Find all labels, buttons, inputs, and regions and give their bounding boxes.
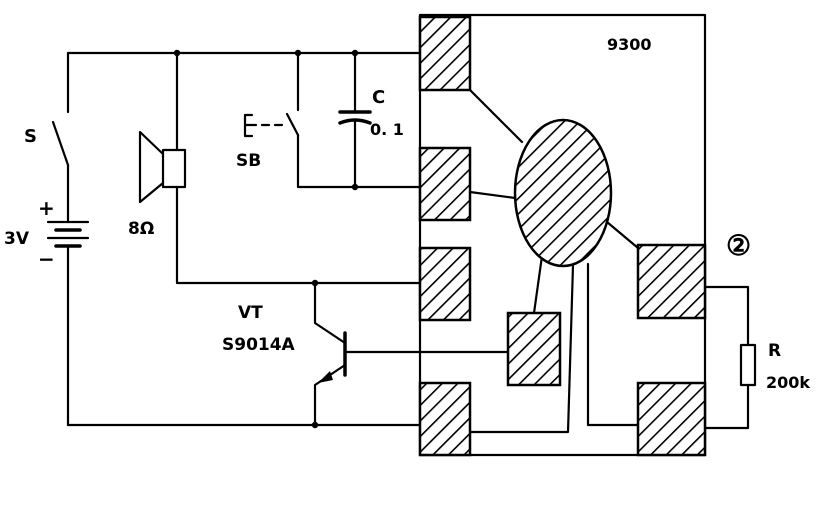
chip-internal-traces xyxy=(468,88,640,434)
chip-pad-center xyxy=(506,311,562,387)
sb-button-actuator xyxy=(243,113,286,138)
resistor-wire-top xyxy=(703,285,750,347)
resistor-wire-bottom xyxy=(703,383,750,430)
sb-label: SB xyxy=(236,151,261,171)
switch-s-label: S xyxy=(24,126,37,147)
battery-plus-label: + xyxy=(38,196,55,220)
chip-pad-right-1 xyxy=(636,243,707,320)
switch-s-blade xyxy=(51,120,70,167)
sb-wire-bottom xyxy=(296,133,422,189)
speaker-wire-bottom xyxy=(175,185,422,285)
speaker-impedance-label: 8Ω xyxy=(128,219,154,239)
battery-voltage-label: 3V xyxy=(4,229,30,249)
resistor-label: R xyxy=(768,341,781,361)
chip-die xyxy=(513,118,613,268)
figure-marker-label: ② xyxy=(726,229,751,262)
chip-pad-left-4 xyxy=(418,381,472,457)
chip-pad-left-1 xyxy=(418,15,472,92)
resistor-symbol xyxy=(739,343,757,387)
junction-node xyxy=(351,49,359,57)
chip-pad-left-3 xyxy=(418,246,472,322)
speaker-symbol xyxy=(138,130,187,204)
capacitor-label: C xyxy=(372,87,385,108)
junction-node xyxy=(294,49,302,57)
chip-label: 9300 xyxy=(607,35,652,54)
battery-minus-label: − xyxy=(38,247,55,271)
junction-node xyxy=(311,421,319,429)
chip-outline xyxy=(418,13,707,457)
chip-pad-left-2 xyxy=(418,146,472,222)
transistor-symbol xyxy=(313,281,510,427)
battery-symbol xyxy=(46,220,90,248)
junction-node xyxy=(311,279,319,287)
sb-switch-blade xyxy=(285,112,300,137)
transistor-model-label: S9014A xyxy=(222,335,296,355)
capacitor-value-label: 0. 1 xyxy=(370,120,404,139)
transistor-label: VT xyxy=(238,303,263,323)
chip-pad-right-2 xyxy=(636,381,707,457)
junction-node xyxy=(351,183,359,191)
resistor-value-label: 200k xyxy=(766,373,810,392)
junction-node xyxy=(173,49,181,57)
